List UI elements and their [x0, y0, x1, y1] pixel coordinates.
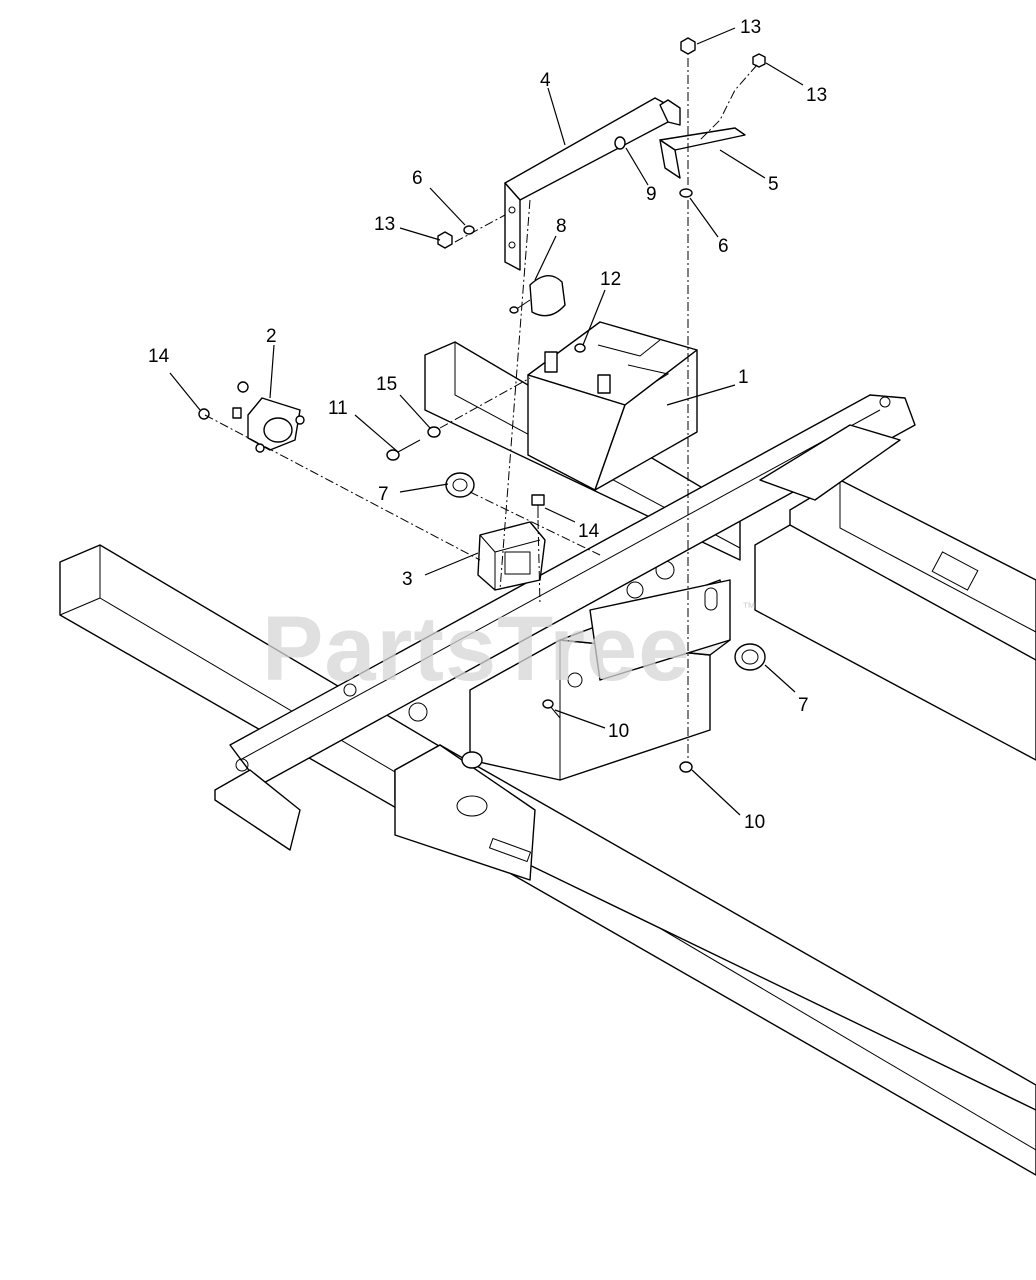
callout-3: 3: [402, 569, 413, 590]
callout-1: 1: [738, 367, 749, 388]
callout-10b: 10: [744, 812, 765, 833]
callout-9: 9: [646, 184, 657, 205]
callouts: 1 2 3 4 5 6 6 7 7 8 9 10 10 11 12 13 13 …: [148, 17, 827, 833]
callout-14a: 14: [148, 346, 170, 367]
callout-12: 12: [600, 269, 621, 290]
callout-13b: 13: [806, 85, 827, 106]
bushings: [445, 472, 766, 671]
fasteners: [198, 37, 766, 773]
callout-13c: 13: [374, 214, 395, 235]
frame-rail-upper-right: [754, 479, 1036, 761]
callout-15: 15: [376, 374, 397, 395]
solenoid: [232, 381, 305, 453]
callout-10a: 10: [608, 721, 629, 742]
relay-module: [477, 521, 546, 591]
bracket-small: [659, 127, 746, 179]
callout-11: 11: [328, 398, 348, 419]
callout-13a: 13: [740, 17, 761, 38]
watermark: PartsTree ™: [262, 598, 756, 700]
callout-5: 5: [768, 174, 779, 195]
svg-text:™: ™: [742, 599, 756, 615]
callout-6a: 6: [412, 168, 423, 189]
hold-down-bracket: [504, 97, 681, 271]
callout-6b: 6: [718, 236, 729, 257]
terminal-cover: [509, 275, 566, 317]
callout-8: 8: [556, 216, 567, 237]
battery: [527, 321, 698, 491]
callout-2: 2: [266, 326, 277, 347]
hitch-plate: [394, 744, 536, 881]
assembly-lines: [204, 58, 758, 760]
cross-brace: [214, 394, 916, 851]
svg-text:PartsTree: PartsTree: [262, 598, 690, 700]
callout-14b: 14: [578, 521, 600, 542]
callout-7a: 7: [378, 484, 389, 505]
callout-4: 4: [540, 70, 551, 91]
callout-7b: 7: [798, 695, 809, 716]
leader-lines: [169, 27, 804, 816]
